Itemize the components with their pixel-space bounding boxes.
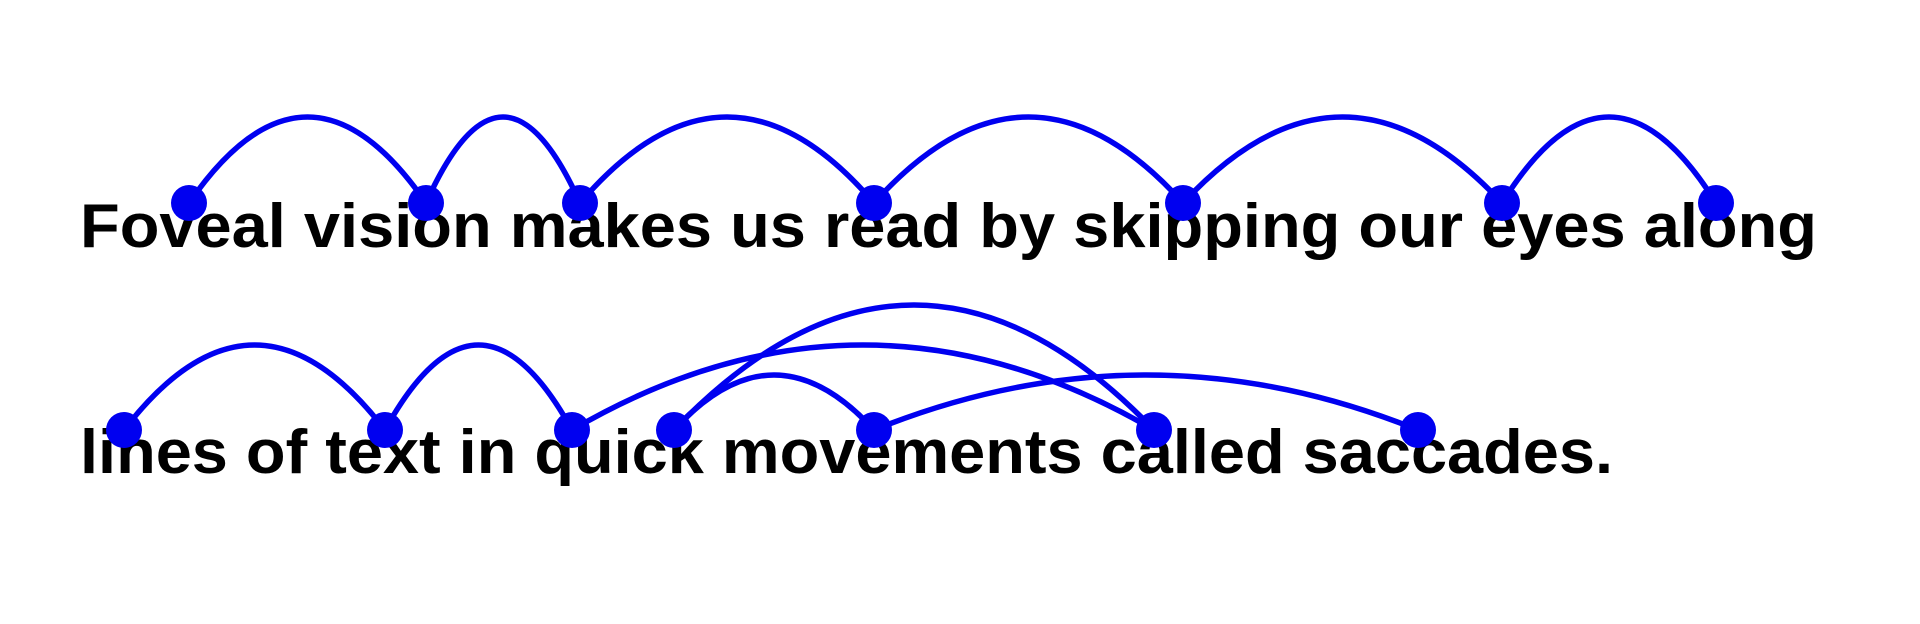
- fixation-point: [1136, 412, 1172, 448]
- sentence-line-2: lines of text in quick movements called …: [80, 418, 1613, 487]
- saccade-arc: [121, 342, 388, 433]
- text-layer: Foveal vision makes us read by skipping …: [80, 192, 1817, 487]
- fixation-point: [106, 412, 142, 448]
- fixation-point: [408, 185, 444, 221]
- saccade-arc: [382, 342, 575, 433]
- saccade-arc: [1499, 114, 1719, 206]
- saccade-arc: [671, 372, 877, 433]
- sentence-line-1: Foveal vision makes us read by skipping …: [80, 192, 1817, 261]
- saccade-arc: [186, 114, 429, 206]
- fixation-point: [1698, 185, 1734, 221]
- fixation-point: [856, 412, 892, 448]
- saccade-arc: [1180, 114, 1505, 206]
- fixation-point: [367, 412, 403, 448]
- fixation-point: [856, 185, 892, 221]
- fixation-point: [1400, 412, 1436, 448]
- fixation-point: [171, 185, 207, 221]
- fixation-points: [106, 185, 1734, 448]
- fixation-point: [1165, 185, 1201, 221]
- saccade-arc: [569, 342, 1157, 433]
- saccade-arc: [423, 114, 583, 206]
- saccade-arc: [871, 372, 1421, 433]
- saccade-arcs: [121, 114, 1719, 433]
- fixation-point: [554, 412, 590, 448]
- saccade-arc: [871, 114, 1186, 206]
- fixation-point: [656, 412, 692, 448]
- fixation-point: [1484, 185, 1520, 221]
- saccade-arc: [671, 302, 1157, 433]
- fixation-point: [562, 185, 598, 221]
- saccade-arc: [577, 114, 877, 206]
